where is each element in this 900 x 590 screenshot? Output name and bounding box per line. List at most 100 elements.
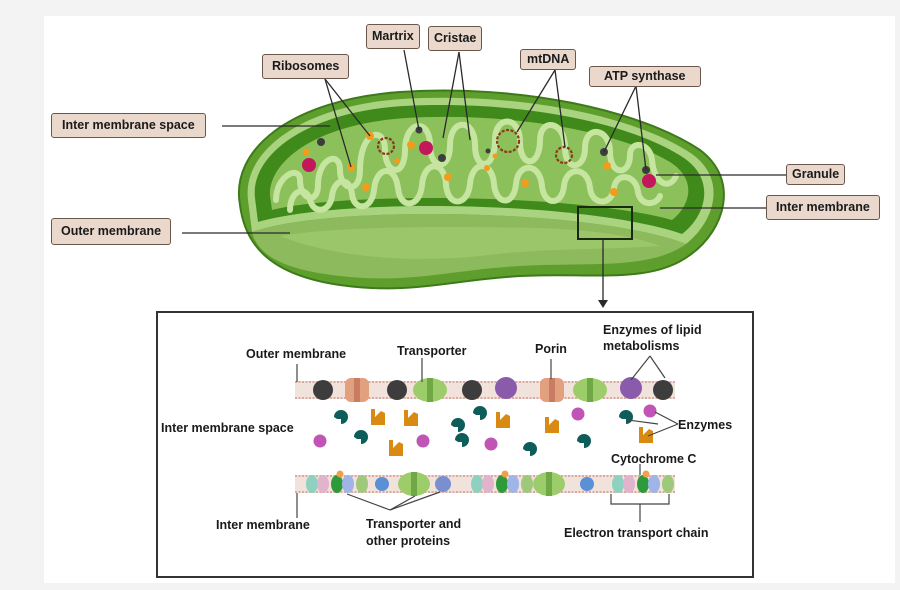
magenta-enzyme [416, 434, 430, 448]
lipid-enzyme-purple [620, 377, 642, 399]
teal-enzyme [354, 430, 368, 444]
blue-transporter [580, 477, 594, 491]
etc-complex [496, 475, 508, 493]
detail-label-transporter: Transporter [397, 344, 467, 358]
cristae-fold-lower [287, 163, 663, 213]
label-ribosomes: Ribosomes [262, 54, 350, 79]
magenta-enzyme [313, 434, 327, 448]
cytochrome-c [642, 470, 650, 478]
cytochrome-c [501, 470, 509, 478]
teal-enzyme [473, 406, 487, 420]
etc-complex [306, 475, 318, 493]
ribosome-dot [407, 141, 415, 149]
label-inter-membrane-space: Inter membrane space [51, 113, 206, 138]
detail-box [156, 311, 754, 578]
ribosome-dot [603, 162, 611, 170]
mtdna-ring [495, 128, 521, 154]
label-outer-membrane: Outer membrane [51, 218, 172, 245]
label-cristae: Cristae [428, 26, 483, 51]
ribosomes [302, 132, 618, 196]
teal-enzyme [455, 433, 469, 447]
etc-complex [507, 475, 519, 493]
lipid-enzyme-dark [313, 380, 333, 400]
detail-leader-lines [296, 355, 679, 522]
lipid-enzyme-dark [387, 380, 407, 400]
granule [419, 141, 433, 155]
etc-complex [612, 475, 624, 493]
cristae-fold [273, 118, 679, 203]
teal-enzyme [577, 434, 591, 448]
inner-transporter-core [546, 472, 552, 496]
detail-label-cytochrome-c: Cytochrome C [611, 452, 697, 466]
teal-enzyme [334, 410, 348, 424]
etc-complex [623, 475, 635, 493]
detail-label-porin: Porin [535, 342, 567, 356]
granule [302, 158, 316, 172]
label-mtdna: mtDNA [520, 49, 577, 70]
etc-complex [331, 475, 343, 493]
porin-core [354, 378, 360, 402]
arrow-head [598, 300, 608, 308]
mtdna-ring [376, 136, 396, 156]
ribosome-dot [362, 183, 370, 191]
detail-label-transporter-other-line2: other proteins [366, 534, 451, 548]
particle [485, 148, 491, 154]
lipid-enzyme-dark [653, 380, 673, 400]
lower-highlight [280, 226, 660, 259]
blue-protein [435, 476, 451, 492]
detail-label-enzymes-lipid-line1: Enzymes of lipid [603, 323, 702, 337]
transporter-core [587, 378, 593, 402]
particle [317, 138, 325, 146]
ribosome-dot [492, 153, 498, 159]
etc-complex [662, 475, 674, 493]
ribosome-dot [521, 179, 529, 187]
etc-complex [317, 475, 329, 493]
mtdna-ring [554, 145, 574, 165]
orange-enzyme [639, 427, 653, 443]
magenta-enzyme [571, 407, 585, 421]
granule [642, 174, 656, 188]
label-granule: Granule [786, 164, 846, 185]
detail-label-outer-membrane: Outer membrane [246, 347, 347, 361]
leader-lines [182, 49, 786, 300]
label-inter-membrane: Inter membrane [766, 195, 880, 220]
inner-transporter-core [411, 472, 417, 496]
porin-core [549, 378, 555, 402]
detail-label-transporter-other-line1: Transporter and [366, 517, 462, 531]
zoom-region-box [577, 206, 633, 240]
detail-proteins [306, 377, 674, 496]
magenta-enzyme [484, 437, 498, 451]
mitochondrion [237, 89, 725, 290]
orange-enzyme [545, 417, 559, 433]
etc-complex [637, 475, 649, 493]
lipid-enzyme-purple [495, 377, 517, 399]
orange-enzyme [371, 409, 385, 425]
blue-transporter [375, 477, 389, 491]
granules [302, 141, 656, 188]
label-matrix: Martrix [366, 24, 420, 49]
cytochrome-c [336, 470, 344, 478]
ribosome-dot [444, 173, 452, 181]
orange-enzyme [496, 412, 510, 428]
detail-label-inter-membrane: Inter membrane [216, 518, 310, 532]
detail-label-enzymes-lipid-line2: metabolisms [603, 339, 680, 353]
detail-label-enzymes: Enzymes [678, 418, 733, 432]
etc-complex [482, 475, 494, 493]
detail-label-inter-membrane-space: Inter membrane space [161, 421, 294, 435]
teal-enzyme [523, 442, 537, 456]
magenta-enzyme [643, 404, 657, 418]
mtdna-rings [376, 128, 574, 165]
ribosome-dot [302, 148, 310, 156]
detail-label-electron-transport-chain: Electron transport chain [564, 526, 709, 540]
orange-enzyme [404, 410, 418, 426]
teal-enzyme [451, 418, 465, 432]
particle [438, 154, 446, 162]
label-atp-synthase: ATP synthase [589, 66, 701, 87]
ribosome-dot [394, 158, 400, 164]
ribosome-dot [610, 188, 618, 196]
etc-complex [471, 475, 483, 493]
transporter-core [427, 378, 433, 402]
etc-complex [356, 475, 368, 493]
etc-complex [342, 475, 354, 493]
